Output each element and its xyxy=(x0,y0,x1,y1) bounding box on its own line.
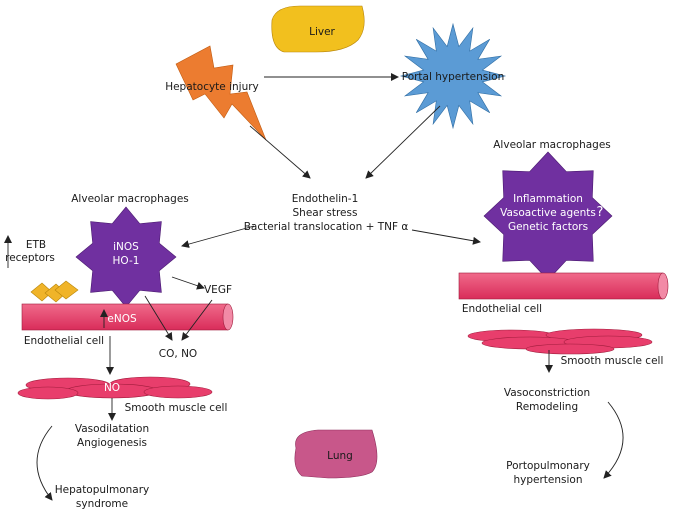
genetic-factors-label: Genetic factors xyxy=(508,221,588,233)
right-macrophage-star: Inflammation Vasoactive agents Genetic f… xyxy=(483,151,613,281)
inos-label: iNOS xyxy=(113,241,139,253)
receptors-label: receptors xyxy=(5,252,55,264)
arrow-mediators-to-right xyxy=(411,229,481,245)
enos-label: eNOS xyxy=(107,313,137,325)
poph-line1: Portopulmonary xyxy=(506,460,590,472)
arrow-vegf-to-co-no xyxy=(181,299,213,341)
left-macrophages-title: Alveolar macrophages xyxy=(71,193,189,205)
mediators-block: Endothelin-1 Shear stress Bacterial tran… xyxy=(244,193,409,233)
right-endothelial-vessel xyxy=(458,272,669,300)
question-mark-label: ? xyxy=(597,205,604,220)
etb-receptor-shapes xyxy=(30,280,79,303)
arrow-portal-to-mediators xyxy=(365,105,441,179)
hps-line1: Hepatopulmonary xyxy=(55,484,150,496)
left-smooth-muscle-label: Smooth muscle cell xyxy=(125,402,228,414)
left-endothelial-cell-label: Endothelial cell xyxy=(24,335,104,347)
vegf-label: VEGF xyxy=(204,284,232,296)
left-macrophage-star: iNOS HO-1 xyxy=(75,206,177,308)
vasodilatation-label: Vasodilatation xyxy=(75,423,149,435)
arrow-curve-to-hps xyxy=(36,425,53,501)
left-endothelial-vessel xyxy=(21,303,234,331)
bacterial-translocation-label: Bacterial translocation + TNF α xyxy=(244,221,409,233)
right-endothelial-cell-label: Endothelial cell xyxy=(462,303,542,315)
portal-hypertension-label: Portal hypertension xyxy=(402,71,505,83)
arrow-star-to-co-no xyxy=(144,295,173,341)
right-smooth-muscle-cells xyxy=(467,328,653,355)
lung-label: Lung xyxy=(327,450,353,462)
liver-label: Liver xyxy=(309,26,335,38)
no-label: NO xyxy=(104,382,120,394)
vasoactive-label: Vasoactive agents xyxy=(500,207,596,219)
lung-shape: Lung xyxy=(294,429,378,479)
liver-shape: Liver xyxy=(271,5,365,53)
poph-line2: hypertension xyxy=(513,474,582,486)
arrow-curve-to-poph xyxy=(603,401,624,479)
vasoconstriction-label: Vasoconstriction xyxy=(504,387,590,399)
arrow-star-to-vegf xyxy=(171,276,205,290)
etb-label: ETB xyxy=(26,239,46,251)
hepatocyte-injury-node: Hepatocyte injury xyxy=(165,45,267,141)
angiogenesis-label: Angiogenesis xyxy=(77,437,147,449)
arrow-mediators-to-left xyxy=(181,225,255,248)
endothelin-label: Endothelin-1 xyxy=(292,193,359,205)
right-smooth-muscle-label: Smooth muscle cell xyxy=(561,355,664,367)
left-smooth-muscle-cells xyxy=(17,376,213,400)
shear-stress-label: Shear stress xyxy=(293,207,358,219)
ho1-label: HO-1 xyxy=(113,255,140,267)
right-macrophages-title: Alveolar macrophages xyxy=(493,139,611,151)
inflammation-label: Inflammation xyxy=(513,193,583,205)
hepatocyte-injury-label: Hepatocyte injury xyxy=(165,81,259,93)
arrow-injury-to-mediators xyxy=(249,125,311,179)
portal-hypertension-node: Portal hypertension xyxy=(399,22,507,130)
remodeling-label: Remodeling xyxy=(516,401,578,413)
co-no-label: CO, NO xyxy=(159,348,197,360)
hps-line2: syndrome xyxy=(76,498,128,510)
